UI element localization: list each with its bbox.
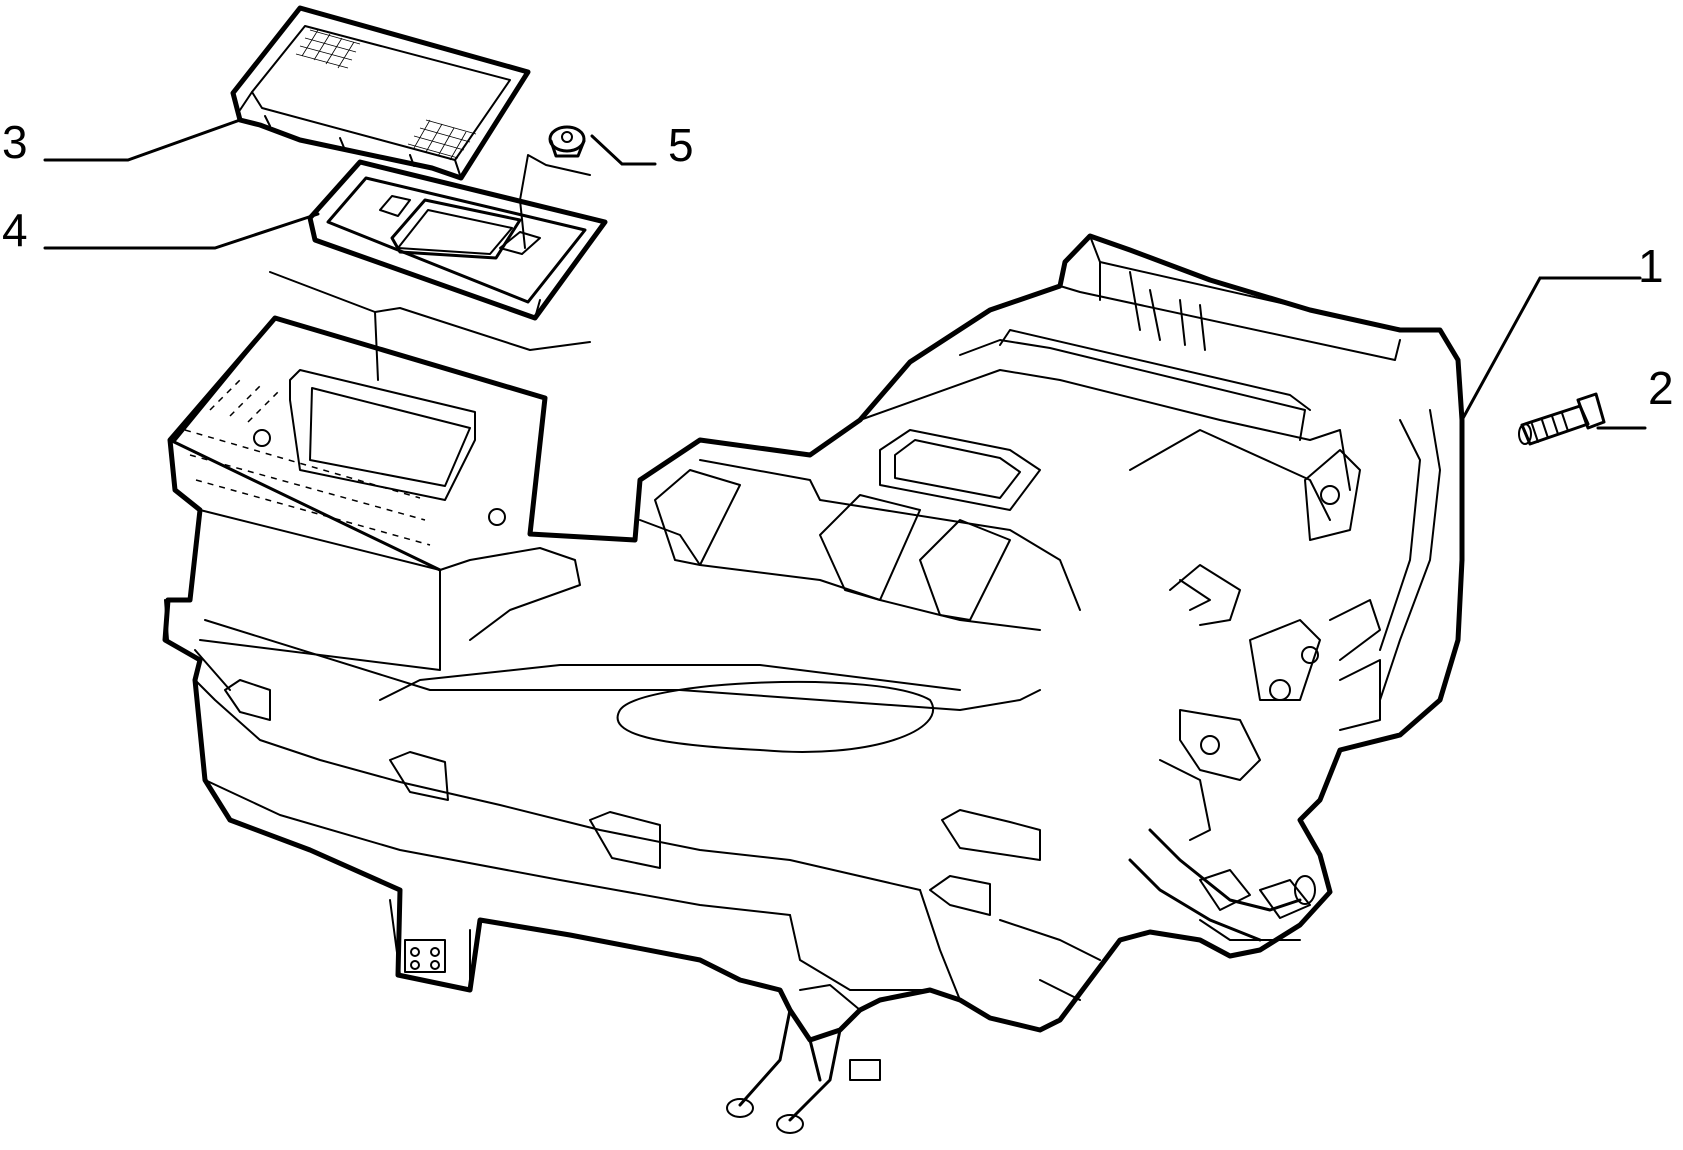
part-2-bolt [1518, 392, 1606, 446]
part-1-heater-housing [162, 233, 1465, 1134]
callout-4: 4 [2, 204, 28, 256]
part-3-filter-cover [230, 5, 531, 181]
part-5-clip [548, 125, 586, 158]
part-4-filter-frame [307, 159, 608, 321]
callout-2: 2 [1648, 362, 1674, 414]
callout-3: 3 [2, 116, 28, 168]
top-struts [639, 459, 1081, 631]
callout-5: 5 [668, 119, 694, 171]
filter-grid-bottom [407, 119, 477, 161]
control-linkage [1159, 599, 1381, 841]
drain-tubes [726, 984, 881, 1134]
pipe-fittings [1128, 828, 1316, 942]
leader-lines [43, 118, 1647, 430]
filter-grid-top [295, 29, 361, 69]
lower-flange-ribs [224, 679, 1041, 916]
assembly-axis-lines [269, 154, 591, 381]
callout-1: 1 [1638, 240, 1664, 292]
